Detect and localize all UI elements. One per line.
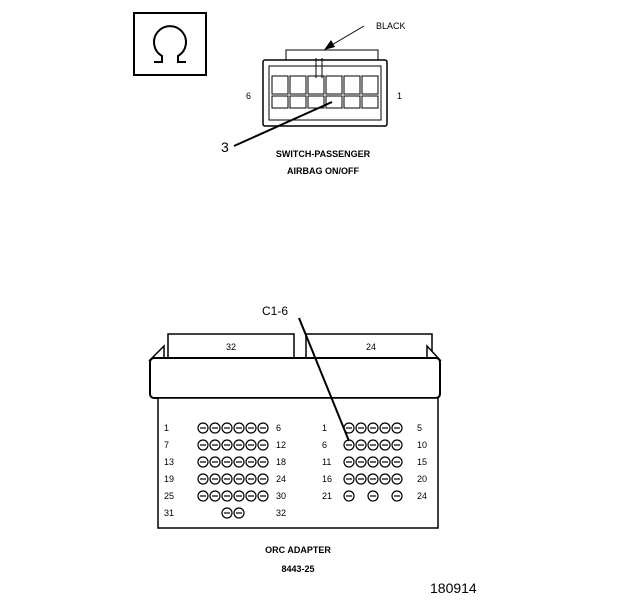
ohm-icon bbox=[133, 12, 207, 76]
left-row-start-label: 19 bbox=[164, 474, 174, 484]
left-cavity-block: 1 6 7 12 13 18 19 24 25 30 31 32 bbox=[164, 422, 286, 519]
pin-callout-line bbox=[233, 101, 333, 147]
left-row-end-label: 18 bbox=[276, 457, 286, 467]
right-row-end-label: 20 bbox=[417, 474, 427, 484]
left-row-start-label: 1 bbox=[164, 423, 169, 433]
right-row-end-label: 15 bbox=[417, 457, 427, 467]
orc-callout-line bbox=[298, 317, 350, 442]
pin-label-left: 6 bbox=[246, 91, 251, 101]
left-row-end-label: 12 bbox=[276, 440, 286, 450]
left-row-start-label: 13 bbox=[164, 457, 174, 467]
right-row-end-label: 10 bbox=[417, 440, 427, 450]
right-row-start-label: 1 bbox=[322, 423, 327, 433]
right-row-end-label: 5 bbox=[417, 423, 422, 433]
orc-title-line1: ORC ADAPTER bbox=[265, 545, 331, 555]
left-row-end-label: 6 bbox=[276, 423, 281, 433]
left-row-start-label: 25 bbox=[164, 491, 174, 501]
switch-cavities bbox=[271, 75, 379, 109]
left-row-start-label: 31 bbox=[164, 508, 174, 518]
color-leader-line bbox=[329, 25, 365, 47]
right-row-start-label: 21 bbox=[322, 491, 332, 501]
pin-label-right: 1 bbox=[397, 91, 402, 101]
connector-color-label: BLACK bbox=[376, 21, 406, 31]
right-row-end-label: 24 bbox=[417, 491, 427, 501]
left-header-label: 32 bbox=[226, 342, 236, 352]
left-row-end-label: 30 bbox=[276, 491, 286, 501]
right-row-start-label: 16 bbox=[322, 474, 332, 484]
color-leader-arrow bbox=[324, 40, 335, 50]
right-row-start-label: 11 bbox=[322, 457, 331, 467]
right-header-label: 24 bbox=[366, 342, 376, 352]
right-row-start-label: 6 bbox=[322, 440, 327, 450]
left-row-end-label: 24 bbox=[276, 474, 286, 484]
figure-number: 180914 bbox=[430, 580, 477, 596]
pin-callout-label: 3 bbox=[221, 139, 229, 155]
left-row-end-label: 32 bbox=[276, 508, 286, 518]
orc-title-line2: 8443-25 bbox=[281, 564, 314, 574]
switch-title-line2: AIRBAG ON/OFF bbox=[287, 166, 359, 176]
orc-callout-label: C1-6 bbox=[262, 304, 288, 318]
switch-title-line1: SWITCH-PASSENGER bbox=[276, 149, 371, 159]
left-row-start-label: 7 bbox=[164, 440, 169, 450]
switch-connector: BLACK 6 1 3 SWITCH-PASSENGER AIRBAG ON/O… bbox=[221, 21, 406, 176]
